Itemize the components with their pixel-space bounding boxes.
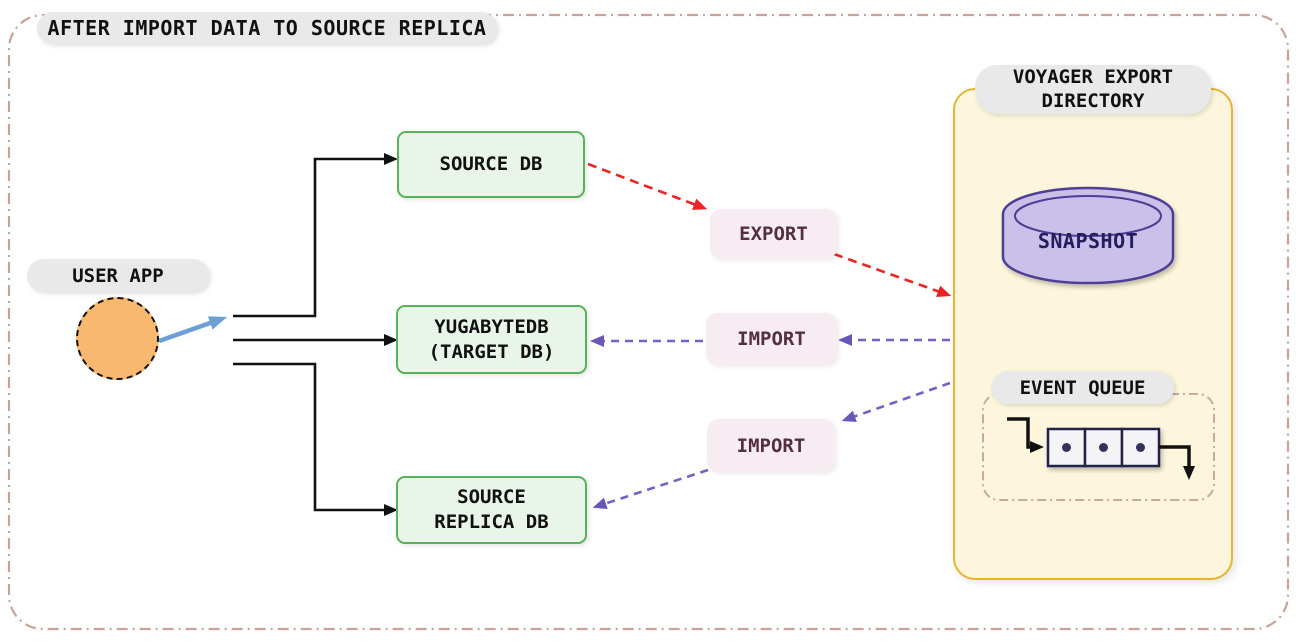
voyager-title-line1: VOYAGER EXPORT: [1012, 65, 1174, 88]
queue-cell-dot: [1099, 443, 1108, 452]
node-target-db: YUGABYTEDB (TARGET DB): [396, 305, 587, 374]
event-queue-label: EVENT QUEUE: [991, 371, 1174, 404]
export-arrows: [587, 162, 952, 297]
user-app-circle-icon: [76, 297, 159, 380]
queue-in-arrow: [1007, 417, 1044, 453]
line-to-source-replica: [233, 362, 398, 516]
node-source-db: SOURCE DB: [397, 131, 585, 198]
source-db-to-export-arrow: [587, 162, 708, 210]
export-to-voyager-arrow: [833, 252, 952, 297]
node-source-replica-line2: REPLICA DB: [434, 511, 549, 533]
import-replica-label: IMPORT: [707, 419, 835, 472]
node-source-replica-db: SOURCE REPLICA DB: [396, 476, 587, 544]
import-arrows: [590, 334, 951, 510]
user-app-branch-lines: [233, 153, 398, 516]
queue-cell-dot: [1062, 443, 1071, 452]
snapshot-label: SNAPSHOT: [1037, 229, 1139, 253]
import-target-label: IMPORT: [706, 313, 837, 365]
diagram-title: AFTER IMPORT DATA TO SOURCE REPLICA: [37, 12, 497, 44]
queue-cells-icon: [1007, 417, 1195, 480]
database-cylinder-icon: [1001, 186, 1175, 285]
queue-out-arrow: [1159, 445, 1195, 480]
line-to-source-db: [233, 153, 398, 318]
voyager-export-directory-container: [953, 88, 1233, 580]
node-source-db-label: SOURCE DB: [439, 153, 543, 176]
node-source-replica-line1: SOURCE: [457, 486, 526, 509]
outer-dashed-border: [7, 13, 1290, 631]
node-target-db-line1: YUGABYTEDB: [434, 315, 549, 338]
user-app-label: USER APP: [27, 259, 209, 292]
voyager-title-line2: DIRECTORY: [1041, 89, 1145, 112]
voyager-to-import-replica-arrow: [841, 381, 951, 423]
export-label: EXPORT: [710, 209, 837, 259]
queue-cell-dot: [1136, 443, 1145, 452]
import-to-source-replica-arrow: [592, 468, 709, 510]
user-app-arrow: [158, 316, 228, 344]
voyager-export-directory-title: VOYAGER EXPORT DIRECTORY: [975, 65, 1211, 114]
cylinder-top-rim: [1014, 195, 1162, 237]
node-target-db-line2: (TARGET DB): [428, 340, 555, 363]
